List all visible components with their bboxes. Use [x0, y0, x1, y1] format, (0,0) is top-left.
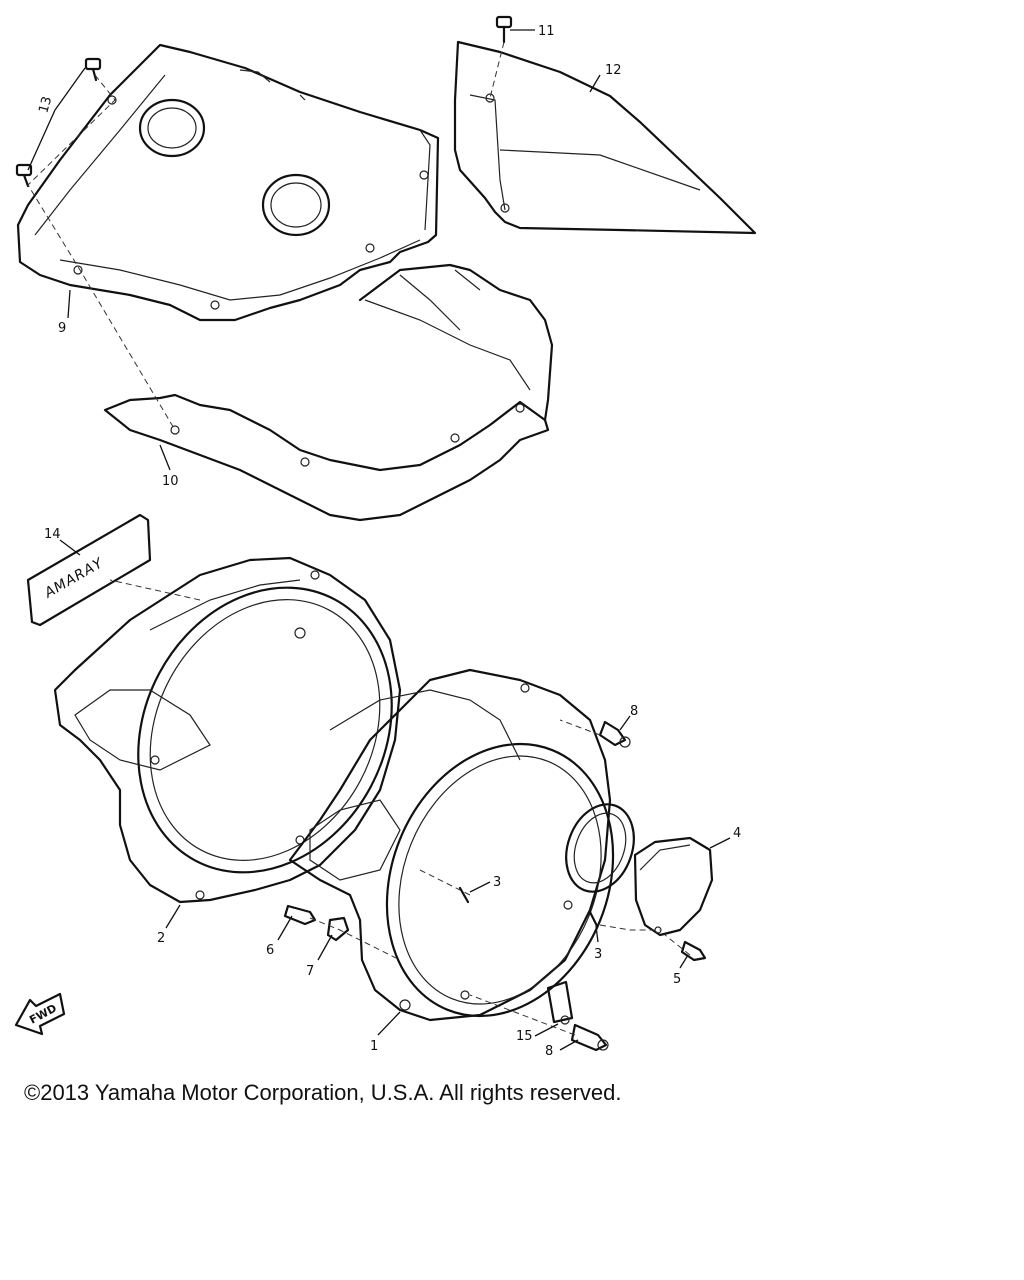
bolt-part-5 — [680, 940, 707, 962]
assembly-lines — [27, 41, 691, 1036]
callout-10: 10 — [162, 474, 179, 489]
callout-11: 13 — [36, 95, 55, 115]
fan-housing-part-1 — [288, 668, 635, 1022]
side-plate-part-12 — [453, 40, 757, 235]
parts-diagram: AMARAY — [14, 15, 757, 1059]
callout-12: 12 — [605, 63, 622, 78]
pin-part-3a — [458, 886, 470, 904]
callout-7: 7 — [306, 964, 314, 979]
lower-shroud-part-10 — [103, 263, 554, 522]
bolt-part-8-upper — [598, 720, 631, 748]
bolt-part-11-upper — [84, 57, 102, 82]
upper-shroud-part-9 — [16, 43, 440, 322]
callout-15: 15 — [516, 1029, 533, 1044]
callout-14: 14 — [44, 527, 61, 542]
bolt-part-11-lower — [15, 163, 33, 188]
callouts: 11 12 13 9 10 14 8 4 3 3 5 6 7 2 1 15 — [27, 24, 741, 1059]
callout-9: 9 — [58, 321, 66, 336]
callout-5: 5 — [673, 972, 681, 987]
bolt-part-13 — [495, 15, 513, 44]
bolt-part-6 — [283, 904, 317, 926]
bolt-part-8-lower — [570, 1023, 609, 1052]
callout-3-right: 3 — [594, 947, 602, 962]
clip-part-15 — [546, 980, 574, 1025]
callout-8-upper: 8 — [630, 704, 638, 719]
callout-3-left: 3 — [493, 875, 501, 890]
callout-2: 2 — [157, 931, 165, 946]
callout-4: 4 — [733, 826, 741, 841]
fan-housing-part-2 — [53, 556, 402, 904]
forward-arrow-icon: FWD — [14, 992, 66, 1036]
fwd-label: FWD — [27, 1002, 59, 1027]
callout-8-lower: 8 — [545, 1044, 553, 1059]
callout-1: 1 — [370, 1039, 378, 1054]
callout-13: 11 — [538, 24, 555, 39]
copyright-notice: ©2013 Yamaha Motor Corporation, U.S.A. A… — [24, 1080, 622, 1105]
cover-plate-part-4 — [633, 836, 714, 937]
emblem-text: AMARAY — [41, 555, 107, 602]
clip-part-7 — [326, 916, 350, 942]
callout-6: 6 — [266, 943, 274, 958]
pin-part-3b — [588, 910, 599, 928]
